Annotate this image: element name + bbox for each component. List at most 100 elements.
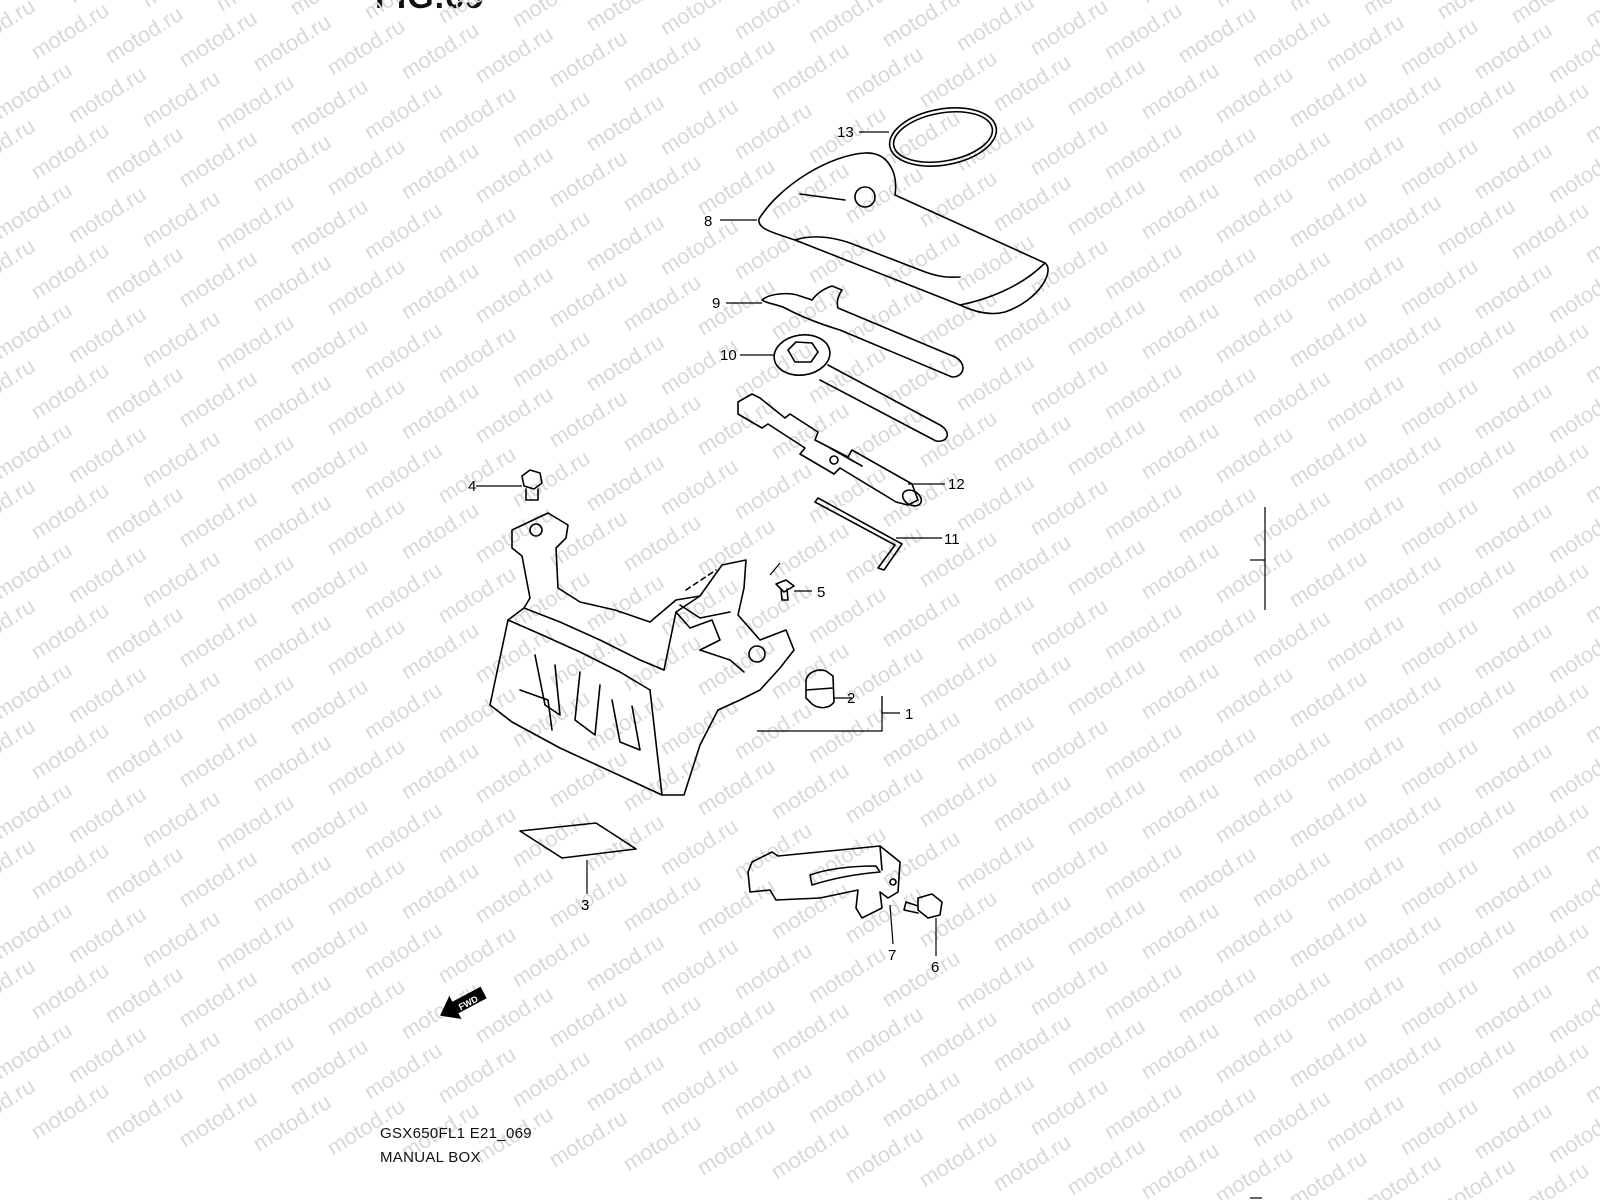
watermark-text: motod.ru <box>951 589 1038 656</box>
watermark-text: motod.ru <box>1469 137 1556 204</box>
watermark-text: motod.ru <box>507 445 594 512</box>
part-11-hex-wrench[interactable] <box>814 497 903 571</box>
watermark-text: motod.ru <box>174 605 261 672</box>
watermark-text: motod.ru <box>1395 853 1482 920</box>
watermark-text: motod.ru <box>1543 501 1600 568</box>
watermark-text: motod.ru <box>1173 1081 1260 1148</box>
watermark-text: motod.ru <box>359 1037 446 1104</box>
watermark-text: motod.ru <box>1247 365 1334 432</box>
part-10-ring-wrench[interactable] <box>771 331 948 442</box>
watermark-text: motod.ru <box>729 1057 816 1124</box>
watermark-text: motod.ru <box>1173 841 1260 908</box>
watermark-text: motod.ru <box>248 129 335 196</box>
watermark-text: motod.ru <box>803 461 890 528</box>
watermark-text: motod.ru <box>100 841 187 908</box>
watermark-text: motod.ru <box>1358 309 1445 376</box>
watermark-text: motod.ru <box>618 869 705 936</box>
watermark-text: motod.ru <box>1358 549 1445 616</box>
watermark-text: motod.ru <box>433 441 520 508</box>
watermark-text: motod.ru <box>507 205 594 272</box>
part-2-cushion[interactable] <box>805 669 835 709</box>
callout-6[interactable]: 6 <box>931 959 939 976</box>
callout-7[interactable]: 7 <box>888 947 896 964</box>
watermark-text: motod.ru <box>396 617 483 684</box>
callout-5[interactable]: 5 <box>817 584 825 601</box>
callout-1[interactable]: 1 <box>905 706 913 723</box>
part-5-screw[interactable] <box>775 579 795 601</box>
watermark-text: motod.ru <box>26 477 113 544</box>
watermark-text: motod.ru <box>1506 437 1593 504</box>
watermark-text: motod.ru <box>1099 717 1186 784</box>
watermark-text: motod.ru <box>359 0 446 24</box>
watermark-text: motod.ru <box>433 921 520 988</box>
watermark-text: motod.ru <box>1321 1089 1408 1156</box>
watermark-text: motod.ru <box>840 761 927 828</box>
watermark-text: motod.ru <box>618 29 705 96</box>
watermark-text: motod.ru <box>1432 193 1519 260</box>
watermark-text: motod.ru <box>1321 249 1408 316</box>
part-3-manual-sheet[interactable] <box>519 822 637 859</box>
watermark-text: motod.ru <box>1062 893 1149 960</box>
part-8-tool-bag[interactable] <box>758 152 1049 315</box>
callout-2[interactable]: 2 <box>847 690 855 707</box>
watermark-text: motod.ru <box>914 45 1001 112</box>
watermark-text: motod.ru <box>1506 917 1593 984</box>
watermark-text: motod.ru <box>1543 21 1600 88</box>
watermark-text: motod.ru <box>285 313 372 380</box>
part-1-manual-box[interactable] <box>489 512 795 796</box>
watermark-text: motod.ru <box>433 561 520 628</box>
watermark-text: motod.ru <box>174 365 261 432</box>
watermark-text: motod.ru <box>396 857 483 924</box>
watermark-text: motod.ru <box>1210 781 1297 848</box>
callout-3[interactable]: 3 <box>581 897 589 914</box>
watermark-text: motod.ru <box>1395 733 1482 800</box>
watermark-text: motod.ru <box>0 57 76 124</box>
watermark-text: motod.ru <box>581 569 668 636</box>
watermark-text: motod.ru <box>877 585 964 652</box>
watermark-text: motod.ru <box>766 877 853 944</box>
callout-9[interactable]: 9 <box>712 295 720 312</box>
watermark-text: motod.ru <box>0 897 76 964</box>
watermark-text: motod.ru <box>766 277 853 344</box>
callout-11[interactable]: 11 <box>944 531 960 548</box>
part-9-spanner[interactable] <box>761 285 964 378</box>
watermark-text: motod.ru <box>544 25 631 92</box>
callout-13[interactable]: 13 <box>837 124 854 141</box>
part-4-bolt[interactable] <box>521 469 543 501</box>
watermark-text: motod.ru <box>655 333 742 400</box>
callout-10[interactable]: 10 <box>720 347 737 364</box>
part-7-bracket[interactable] <box>747 845 901 919</box>
watermark-text: motod.ru <box>1432 1033 1519 1100</box>
watermark-text: motod.ru <box>137 785 224 852</box>
watermark-text: motod.ru <box>137 65 224 132</box>
part-6-bolt[interactable] <box>903 893 943 919</box>
watermark-text: motod.ru <box>951 1069 1038 1136</box>
watermark-text: motod.ru <box>1358 189 1445 256</box>
watermark-text: motod.ru <box>1321 129 1408 196</box>
callout-12[interactable]: 12 <box>948 476 965 493</box>
part-13-rubber-band[interactable] <box>885 100 1001 174</box>
watermark-text: motod.ru <box>951 829 1038 896</box>
watermark-text: motod.ru <box>470 861 557 928</box>
watermark-text: motod.ru <box>1506 317 1593 384</box>
watermark-text: motod.ru <box>877 1065 964 1132</box>
watermark-text: motod.ru <box>1210 901 1297 968</box>
watermark-text: motod.ru <box>211 909 298 976</box>
part-12-spark-plug-wrench[interactable] <box>737 393 924 509</box>
figure-title: FIG.69 <box>375 0 485 17</box>
watermark-text: motod.ru <box>1099 357 1186 424</box>
watermark-text: motod.ru <box>618 149 705 216</box>
watermark-text: motod.ru <box>692 33 779 100</box>
callout-4[interactable]: 4 <box>468 478 476 495</box>
watermark-text: motod.ru <box>1432 553 1519 620</box>
watermark-text: motod.ru <box>0 537 76 604</box>
watermark-text: motod.ru <box>988 169 1075 236</box>
watermark-text: motod.ru <box>359 77 446 144</box>
watermark-text: motod.ru <box>914 1125 1001 1192</box>
callout-8[interactable]: 8 <box>704 213 712 230</box>
watermark-text: motod.ru <box>174 245 261 312</box>
watermark-text: motod.ru <box>1247 485 1334 552</box>
watermark-text: motod.ru <box>1469 257 1556 324</box>
watermark-text: motod.ru <box>1062 533 1149 600</box>
watermark-text: motod.ru <box>1506 797 1593 864</box>
